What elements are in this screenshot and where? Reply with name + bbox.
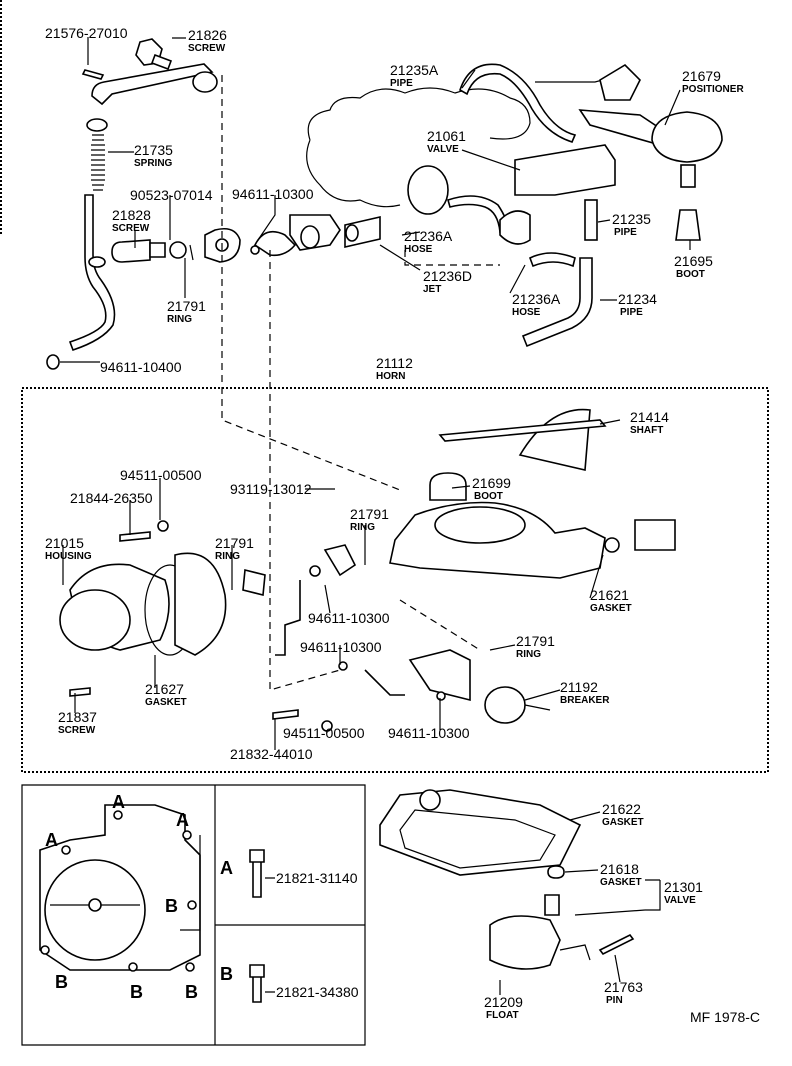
part-name: GASKET — [600, 877, 642, 888]
engine-outline — [306, 87, 531, 208]
part-number: 21015 — [45, 535, 84, 551]
bolt-position-label: B — [185, 982, 198, 1002]
part-number: 21618 — [600, 861, 639, 877]
part-number: 21826 — [188, 27, 227, 43]
part-number: 21235 — [612, 211, 651, 227]
part-number: 94611-10400 — [100, 359, 182, 375]
part-name: PIN — [606, 995, 623, 1006]
part-number: 21735 — [134, 142, 173, 158]
part-name: PIPE — [390, 78, 413, 89]
part-name: HOSE — [404, 244, 433, 255]
callouts: 21576-27010 21826 SCREW 21735 SPRING 905… — [45, 25, 760, 1025]
part-number: 21414 — [630, 409, 669, 425]
part-name: SCREW — [112, 223, 150, 234]
leader-lines — [60, 37, 691, 750]
bolt-position-label: A — [176, 810, 189, 830]
part-number: 21844-26350 — [70, 490, 153, 506]
part-number: 21209 — [484, 994, 523, 1010]
part-name: BOOT — [474, 491, 503, 502]
bolt-position-label: A — [112, 792, 125, 812]
part-number: 21235A — [390, 62, 439, 78]
part-number: 21236A — [404, 228, 453, 244]
part-number: 21621 — [590, 587, 629, 603]
part-number: 21695 — [674, 253, 713, 269]
part-name: VALVE — [664, 895, 696, 906]
linkage-drawing — [46, 38, 381, 370]
part-name: HOUSING — [45, 551, 92, 562]
part-name: BOOT — [676, 269, 705, 280]
part-name: POSITIONER — [682, 84, 744, 95]
part-number: 21821-31140 — [276, 870, 358, 886]
part-number: 90523-07014 — [130, 187, 213, 203]
part-name: FLOAT — [486, 1010, 519, 1021]
part-number: 94611-10300 — [388, 725, 470, 741]
bolt-position-label: B — [55, 972, 68, 992]
part-number: 21837 — [58, 709, 97, 725]
part-number: 21236A — [512, 291, 561, 307]
part-name: SCREW — [58, 725, 96, 736]
bolt-position-label: B — [165, 896, 178, 916]
part-name: SPRING — [134, 158, 173, 169]
carburetor-horn-drawing — [59, 408, 676, 732]
part-number: 21821-34380 — [276, 984, 359, 1000]
part-name: VALVE — [427, 144, 459, 155]
part-name: GASKET — [145, 697, 187, 708]
part-name: JET — [423, 284, 441, 295]
part-number: 93119-13012 — [230, 481, 312, 497]
part-number: 21622 — [602, 801, 641, 817]
part-number: 21679 — [682, 68, 721, 84]
bolt-row-b-label: B — [220, 964, 233, 984]
part-number: 94611-10300 — [300, 639, 382, 655]
part-number: 21234 — [618, 291, 657, 307]
part-name: GASKET — [602, 817, 644, 828]
part-number: 21627 — [145, 681, 184, 697]
part-number: 21112 — [376, 355, 413, 371]
part-number: 21301 — [664, 879, 703, 895]
part-number: 94511-00500 — [120, 467, 202, 483]
bolt-row-a-label: A — [220, 858, 233, 878]
part-number: 21828 — [112, 207, 151, 223]
part-name: RING — [215, 551, 240, 562]
bolt-position-label: A — [45, 830, 58, 850]
part-number: 94511-00500 — [283, 725, 365, 741]
part-name: PIPE — [614, 227, 637, 238]
part-number: 21061 — [427, 128, 466, 144]
part-number: 21791 — [350, 506, 389, 522]
part-number: 21236D — [423, 268, 472, 284]
part-name: BREAKER — [560, 695, 610, 706]
housing-face-drawing — [39, 804, 265, 1003]
part-number: 21791 — [516, 633, 555, 649]
part-name: RING — [167, 314, 192, 325]
part-name: RING — [350, 522, 375, 533]
part-number: 94611-10300 — [308, 610, 390, 626]
part-number: 21832-44010 — [230, 746, 313, 762]
diagram-code: MF 1978-C — [690, 1009, 760, 1025]
part-number: 94611-10300 — [232, 186, 314, 202]
part-name: GASKET — [590, 603, 632, 614]
part-name: HOSE — [512, 307, 541, 318]
part-number: 21699 — [472, 475, 511, 491]
part-number: 21791 — [215, 535, 254, 551]
part-name: HORN — [376, 371, 405, 382]
part-name: RING — [516, 649, 541, 660]
part-name: SCREW — [188, 43, 226, 54]
horn-assembly-border — [21, 387, 769, 773]
part-name: PIPE — [620, 307, 643, 318]
part-number: 21192 — [560, 679, 598, 695]
part-number: 21576-27010 — [45, 25, 128, 41]
bolt-position-label: B — [130, 982, 143, 1002]
float-bowl-drawing — [379, 789, 661, 995]
vacuum-drawing — [407, 63, 723, 348]
part-number: 21763 — [604, 979, 643, 995]
bolt-table-frame — [21, 784, 366, 1046]
part-number: 21791 — [167, 298, 206, 314]
part-name: SHAFT — [630, 425, 663, 436]
